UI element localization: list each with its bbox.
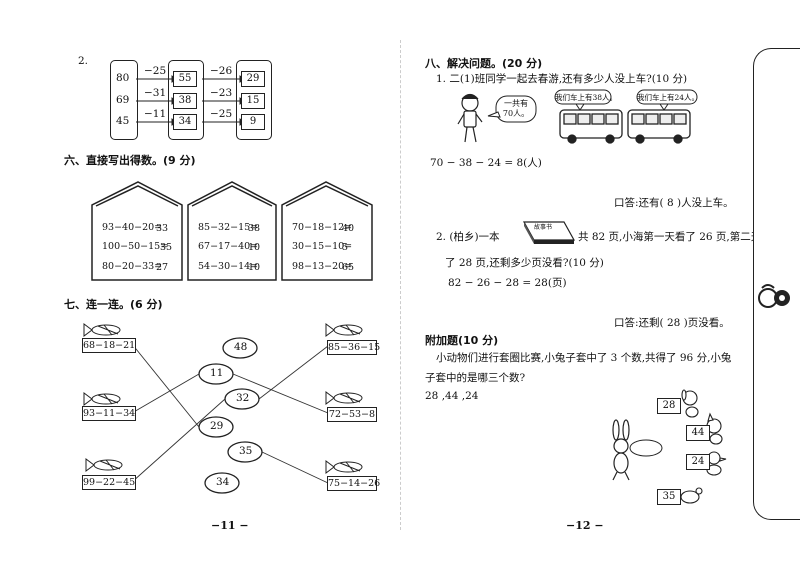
expr-right-3: 75−14−26	[327, 476, 381, 491]
bus-scene	[457, 89, 698, 144]
house2-ans3: 10	[248, 262, 261, 273]
expr-left-3: 99−22−45	[82, 475, 136, 490]
card-35: 35	[657, 489, 681, 505]
houses	[91, 181, 373, 281]
chain-start-3: 45	[116, 115, 130, 127]
house1-eq3: 80−20−33=	[102, 261, 163, 272]
expr-left-2: 93−11−34	[82, 406, 136, 421]
dog-icon	[681, 389, 699, 418]
bonus-heading: 附加题(10 分)	[425, 334, 499, 347]
tab-logo-icon	[758, 284, 790, 308]
chain-end-2: 15	[241, 93, 265, 109]
house3-ans3: 65	[342, 262, 355, 273]
q2-text-b: 共 82 页,小海第一天看了 26 页,第二天看	[578, 231, 772, 243]
chain-end-3: 9	[241, 114, 265, 130]
card-28: 28	[657, 398, 681, 414]
house1-eq1: 93−40−20=	[102, 222, 163, 233]
speech-bubble-child	[495, 95, 537, 123]
fish-icon	[83, 323, 121, 337]
section-6-heading: 六、直接写出得数。(9 分)	[64, 154, 196, 167]
q2-label: 2.	[78, 55, 89, 67]
bubble-bus2-text: 我们车上有24人。	[637, 93, 700, 102]
q2-text-a: 2. (柏乡)一本	[436, 231, 500, 243]
house1-ans3: 27	[156, 262, 169, 273]
bonus-answer: 28 ,44 ,24	[425, 390, 479, 402]
book-label: 故事书	[534, 224, 553, 231]
fish-icon	[83, 392, 121, 406]
bubble-bus1-text: 我们车上有38人。	[555, 93, 618, 102]
chain-op2-3: −25	[210, 108, 233, 120]
house3-eq3: 98−13−20=	[292, 261, 353, 272]
house1-ans1: 33	[156, 223, 169, 234]
bowl-value-6: 34	[216, 476, 230, 488]
fish-icon	[325, 460, 363, 474]
page-number-right: −12 −	[566, 519, 604, 532]
card-24: 24	[686, 454, 710, 470]
chain-end-1: 29	[241, 71, 265, 87]
house2-eq1: 85−32−15=	[198, 222, 259, 233]
expr-right-1: 85−36−15	[327, 340, 381, 355]
chain-op2-1: −26	[210, 65, 233, 77]
rabbit-icon	[612, 419, 630, 481]
bonus-text-a: 小动物们进行套圈比赛,小兔子套中了 3 个数,共得了 96 分,小兔	[436, 352, 732, 364]
chain-op2-2: −23	[210, 87, 233, 99]
chain-op1-2: −31	[144, 87, 167, 99]
matching-drawing	[83, 323, 363, 494]
q2-work: 82 − 26 − 28 = 28(页)	[448, 277, 567, 289]
bowl-value-3: 32	[236, 392, 250, 404]
fish-bowl-icon	[204, 472, 240, 494]
card-44: 44	[686, 425, 710, 441]
bowl-value-1: 48	[234, 341, 248, 353]
turtle-icon	[680, 487, 703, 504]
chain-start-1: 80	[116, 72, 130, 84]
house2-eq2: 67−17−40=	[198, 241, 259, 252]
section-8-heading: 八、解决问题。(20 分)	[425, 57, 543, 70]
fish-icon	[85, 458, 123, 472]
page-fold-line	[400, 40, 401, 530]
bus-icon	[627, 109, 691, 144]
chain-op1-3: −11	[144, 108, 167, 120]
bowl-value-4: 29	[210, 420, 224, 432]
house2-eq3: 54−30−14=	[198, 261, 259, 272]
page-number-left: −11 −	[211, 519, 249, 532]
bus-icon	[559, 109, 623, 144]
fish-icon	[325, 323, 363, 337]
q1-answer: 口答:还有( 8 )人没上车。	[614, 197, 734, 209]
bonus-text-b: 子套中的是哪三个数?	[425, 372, 526, 384]
chain-op1-1: −25	[144, 65, 167, 77]
speech-bubble-rabbit	[629, 439, 663, 457]
fish-bowl-icon	[222, 337, 258, 359]
ring-toss-scene	[612, 389, 727, 504]
side-tab	[753, 48, 800, 520]
book-icon	[522, 221, 576, 244]
house3-ans2: 5	[342, 242, 349, 253]
chain-column-1	[110, 60, 138, 140]
cat-icon	[706, 412, 723, 445]
house3-eq2: 30−15−10=	[292, 241, 353, 252]
house3-ans1: 40	[342, 223, 355, 234]
bubble-child-text: 一共有70人。	[502, 99, 530, 118]
chain-mid-3: 34	[173, 114, 197, 130]
q1-work: 70 − 38 − 24 = 8(人)	[430, 157, 542, 169]
house3-eq1: 70−18−12=	[292, 222, 353, 233]
chain-mid-2: 38	[173, 93, 197, 109]
fish-icon	[325, 391, 363, 405]
house2-ans2: 10	[248, 242, 261, 253]
chain-start-2: 69	[116, 94, 130, 106]
q1-text: 1. 二(1)班同学一起去春游,还有多少人没上车?(10 分)	[436, 73, 688, 85]
q2-text-c: 了 28 页,还剩多少页没看?(10 分)	[445, 257, 604, 269]
bowl-value-2: 11	[210, 367, 224, 379]
house1-ans2: 35	[160, 242, 173, 253]
child-icon	[457, 93, 483, 143]
house1-eq2: 100−50−15=	[102, 241, 169, 252]
chain-mid-1: 55	[173, 71, 197, 87]
expr-right-2: 72−53−8	[327, 407, 377, 422]
section-7-heading: 七、连一连。(6 分)	[64, 298, 163, 311]
house2-ans1: 38	[248, 223, 261, 234]
expr-left-1: 68−18−21	[82, 338, 136, 353]
q2-answer: 口答:还剩( 28 )页没看。	[614, 317, 730, 329]
bowl-value-5: 35	[239, 445, 253, 457]
duck-icon	[706, 451, 727, 476]
